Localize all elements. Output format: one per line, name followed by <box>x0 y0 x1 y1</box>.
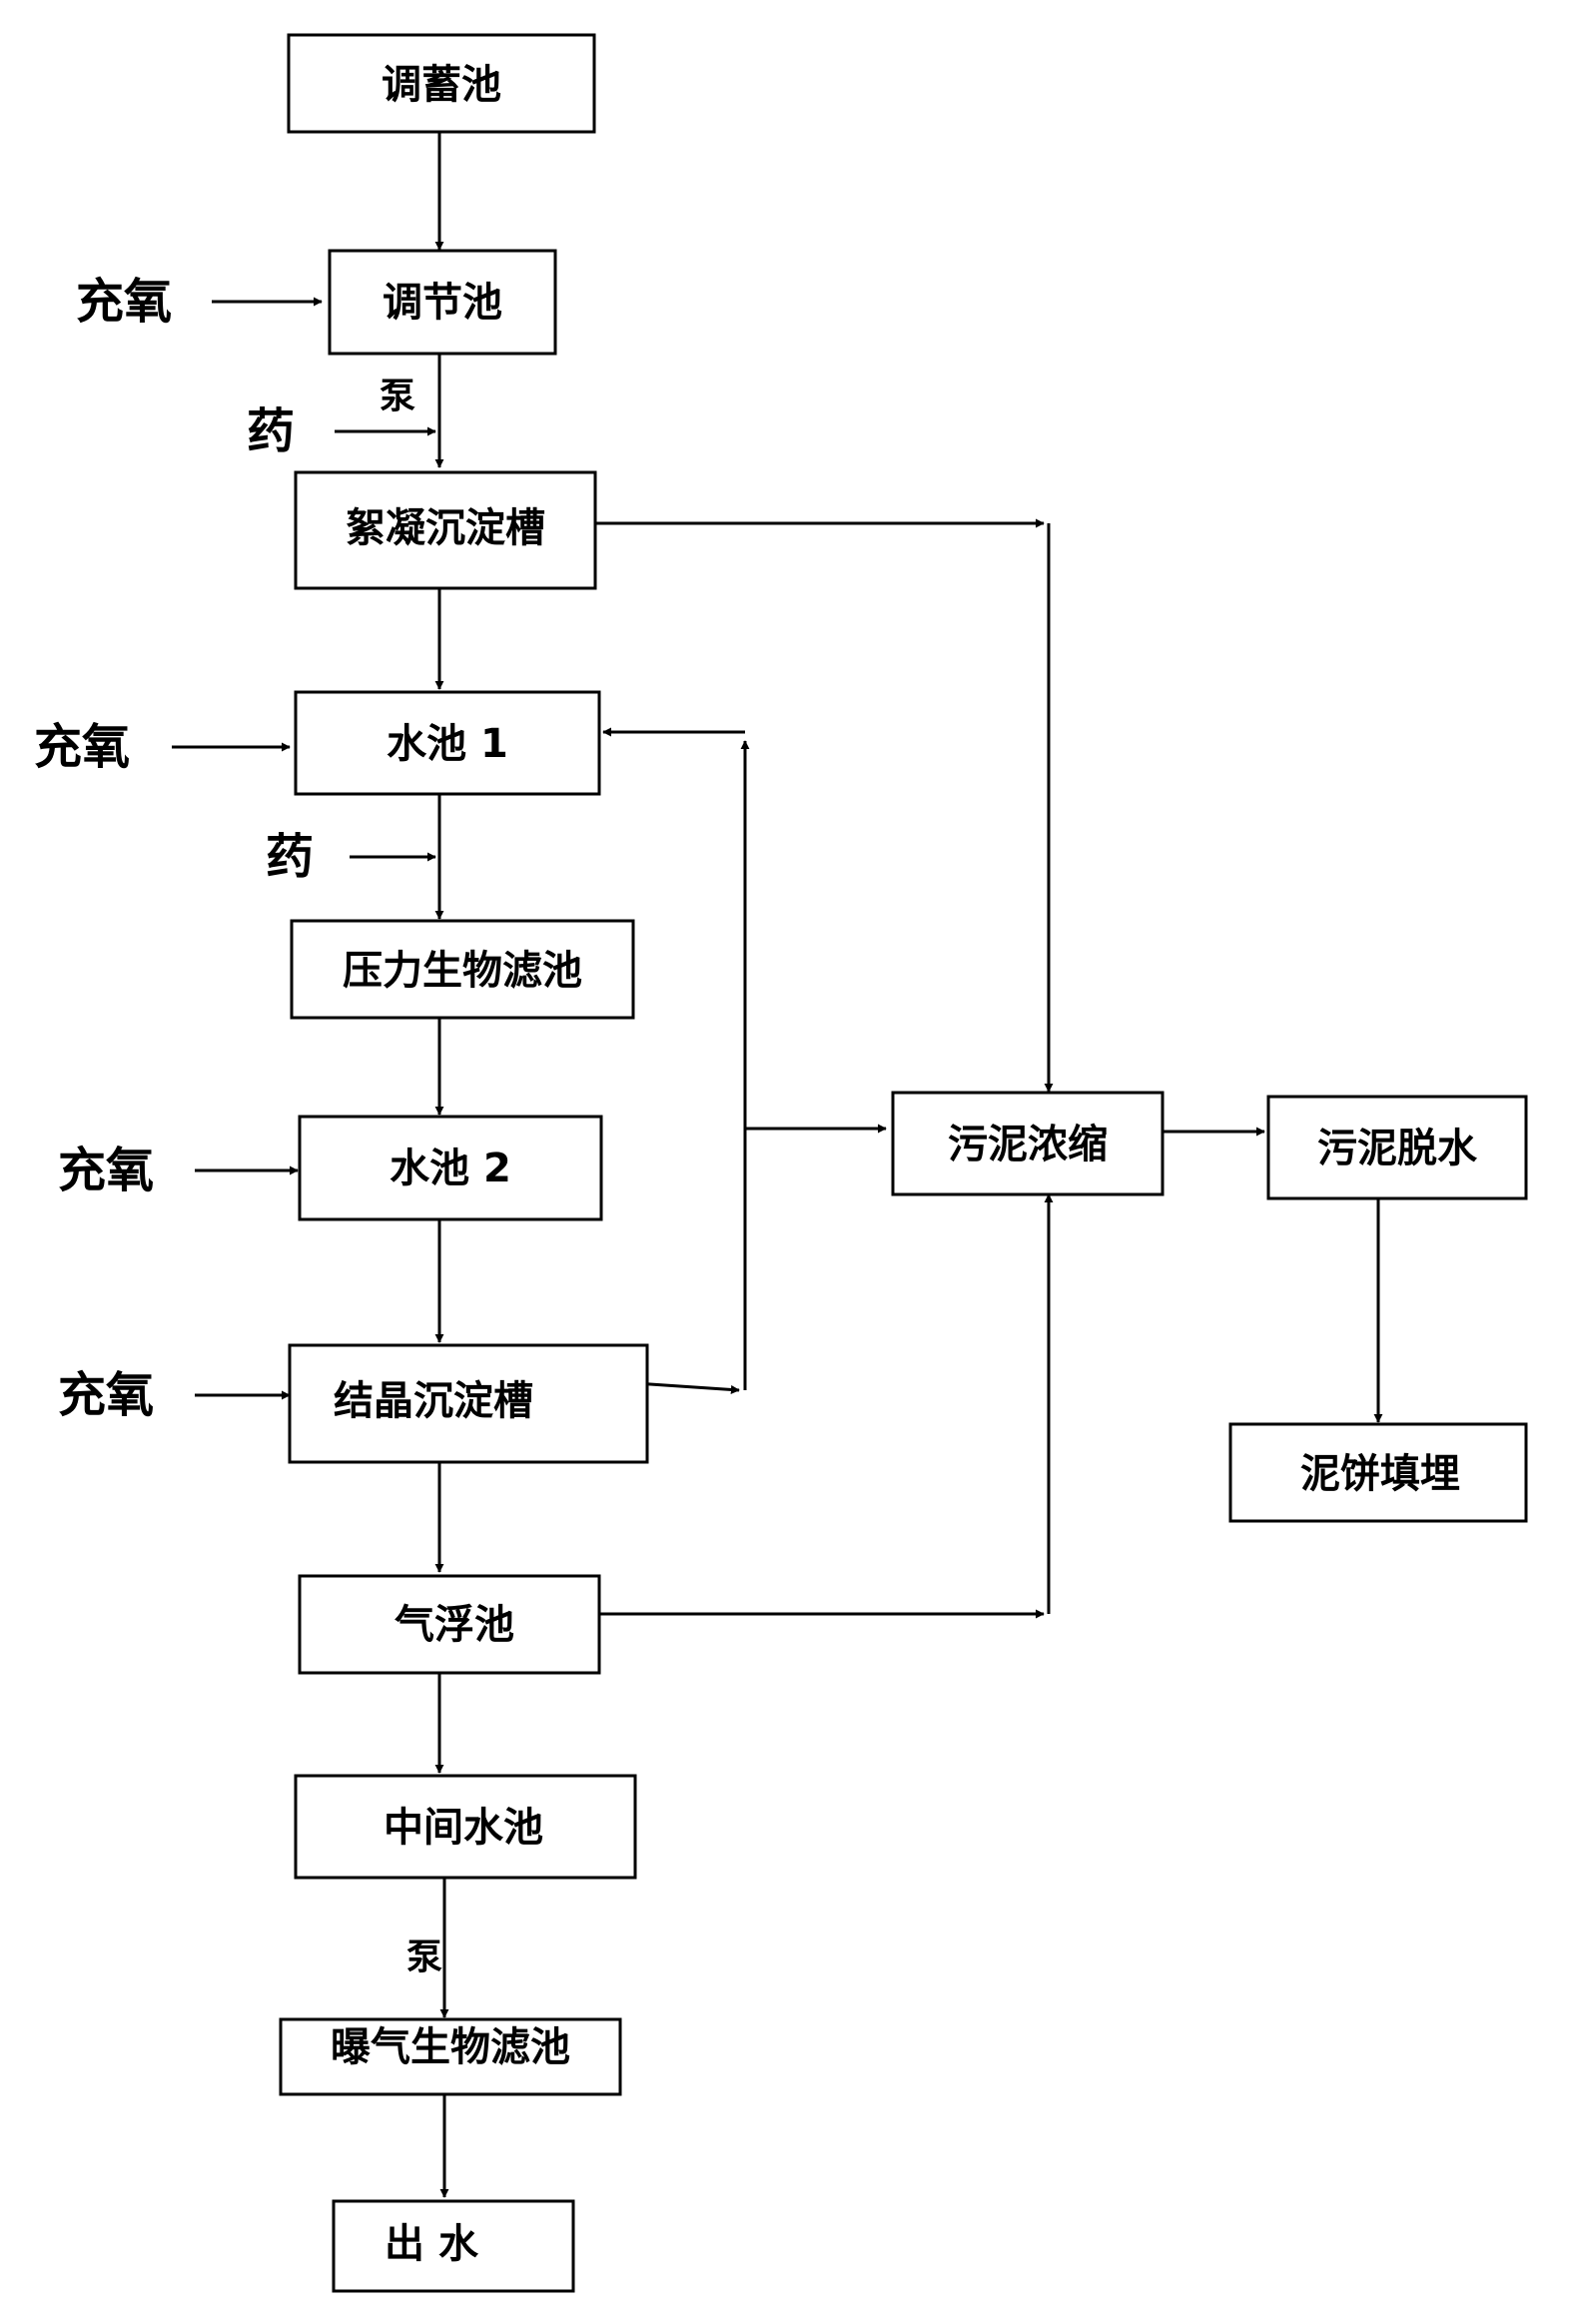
node-n13: 污泥脱水 <box>1266 1095 1528 1200</box>
node-n6: 水池 2 <box>298 1115 603 1221</box>
node-n14-box <box>1228 1422 1528 1523</box>
oxygen-label-3: 充氧 <box>58 1143 154 1198</box>
oxygen-label-4: 充氧 <box>58 1367 154 1423</box>
node-n5-box <box>290 919 635 1020</box>
pump-label-2: 泵 <box>406 1937 442 1978</box>
line-n7-out <box>634 1381 740 1394</box>
node-n3-box <box>294 470 597 590</box>
node-n11-box <box>332 2199 575 2293</box>
node-n2: 调节池 <box>328 249 557 356</box>
input-arrows <box>172 297 436 1400</box>
chem-label-1: 药 <box>247 403 295 459</box>
node-n12-label: 污泥浓缩 <box>948 1122 1108 1167</box>
node-n10-label: 曝气生物滤池 <box>331 2024 570 2070</box>
node-n13-label: 污泥脱水 <box>1317 1126 1478 1171</box>
node-n14-label: 泥饼填埋 <box>1300 1451 1460 1497</box>
node-n7-label: 结晶沉淀槽 <box>334 1378 533 1424</box>
node-n2-box <box>328 249 557 356</box>
chem-label-2: 药 <box>266 829 314 885</box>
node-n3-label: 絮凝沉淀槽 <box>346 505 545 551</box>
node-n4-box <box>294 690 601 796</box>
node-n13-box <box>1266 1095 1528 1200</box>
node-n6-box <box>298 1115 603 1221</box>
node-n4: 水池 1 <box>294 690 601 796</box>
side-labels: 充氧 药 泵 充氧 药 充氧 充氧 泵 <box>34 274 442 1978</box>
node-n9-label: 中间水池 <box>384 1805 543 1851</box>
node-n8: 气浮池 <box>298 1574 601 1675</box>
node-n1-box <box>287 33 596 134</box>
sludge-lines <box>595 518 1383 1619</box>
node-n9-box <box>294 1774 637 1880</box>
node-n5: 压力生物滤池 <box>290 919 635 1020</box>
node-n7: 结晶沉淀槽 <box>288 1343 649 1464</box>
node-n4-label: 水池 1 <box>387 721 508 767</box>
node-n12: 污泥浓缩 <box>891 1091 1165 1196</box>
node-n3: 絮凝沉淀槽 <box>294 470 597 590</box>
node-n10-box <box>279 2017 622 2096</box>
node-n10: 曝气生物滤池 <box>279 2017 622 2096</box>
node-n6-label: 水池 2 <box>390 1146 511 1191</box>
node-n9: 中间水池 <box>294 1774 637 1880</box>
node-n12-box <box>891 1091 1165 1196</box>
pump-label-1: 泵 <box>380 377 415 417</box>
node-n1: 调蓄池 <box>287 33 596 134</box>
node-n8-box <box>298 1574 601 1675</box>
node-n8-label: 气浮池 <box>394 1602 514 1648</box>
node-n14: 泥饼填埋 <box>1228 1422 1528 1523</box>
flow-arrows <box>434 132 449 2198</box>
oxygen-label-2: 充氧 <box>34 719 130 775</box>
node-n1-label: 调蓄池 <box>382 62 501 108</box>
process-nodes: 调蓄池 调节池 絮凝沉淀槽 水池 1 压力生物滤池 水池 2 结晶沉淀槽 气浮 <box>279 33 1528 2293</box>
node-n11-label: 出 水 <box>385 2221 479 2267</box>
oxygen-label-1: 充氧 <box>76 274 172 330</box>
node-n11: 出 水 <box>332 2199 575 2293</box>
node-n7-box <box>288 1343 649 1464</box>
node-n2-label: 调节池 <box>383 280 502 326</box>
node-n5-label: 压力生物滤池 <box>343 948 582 994</box>
